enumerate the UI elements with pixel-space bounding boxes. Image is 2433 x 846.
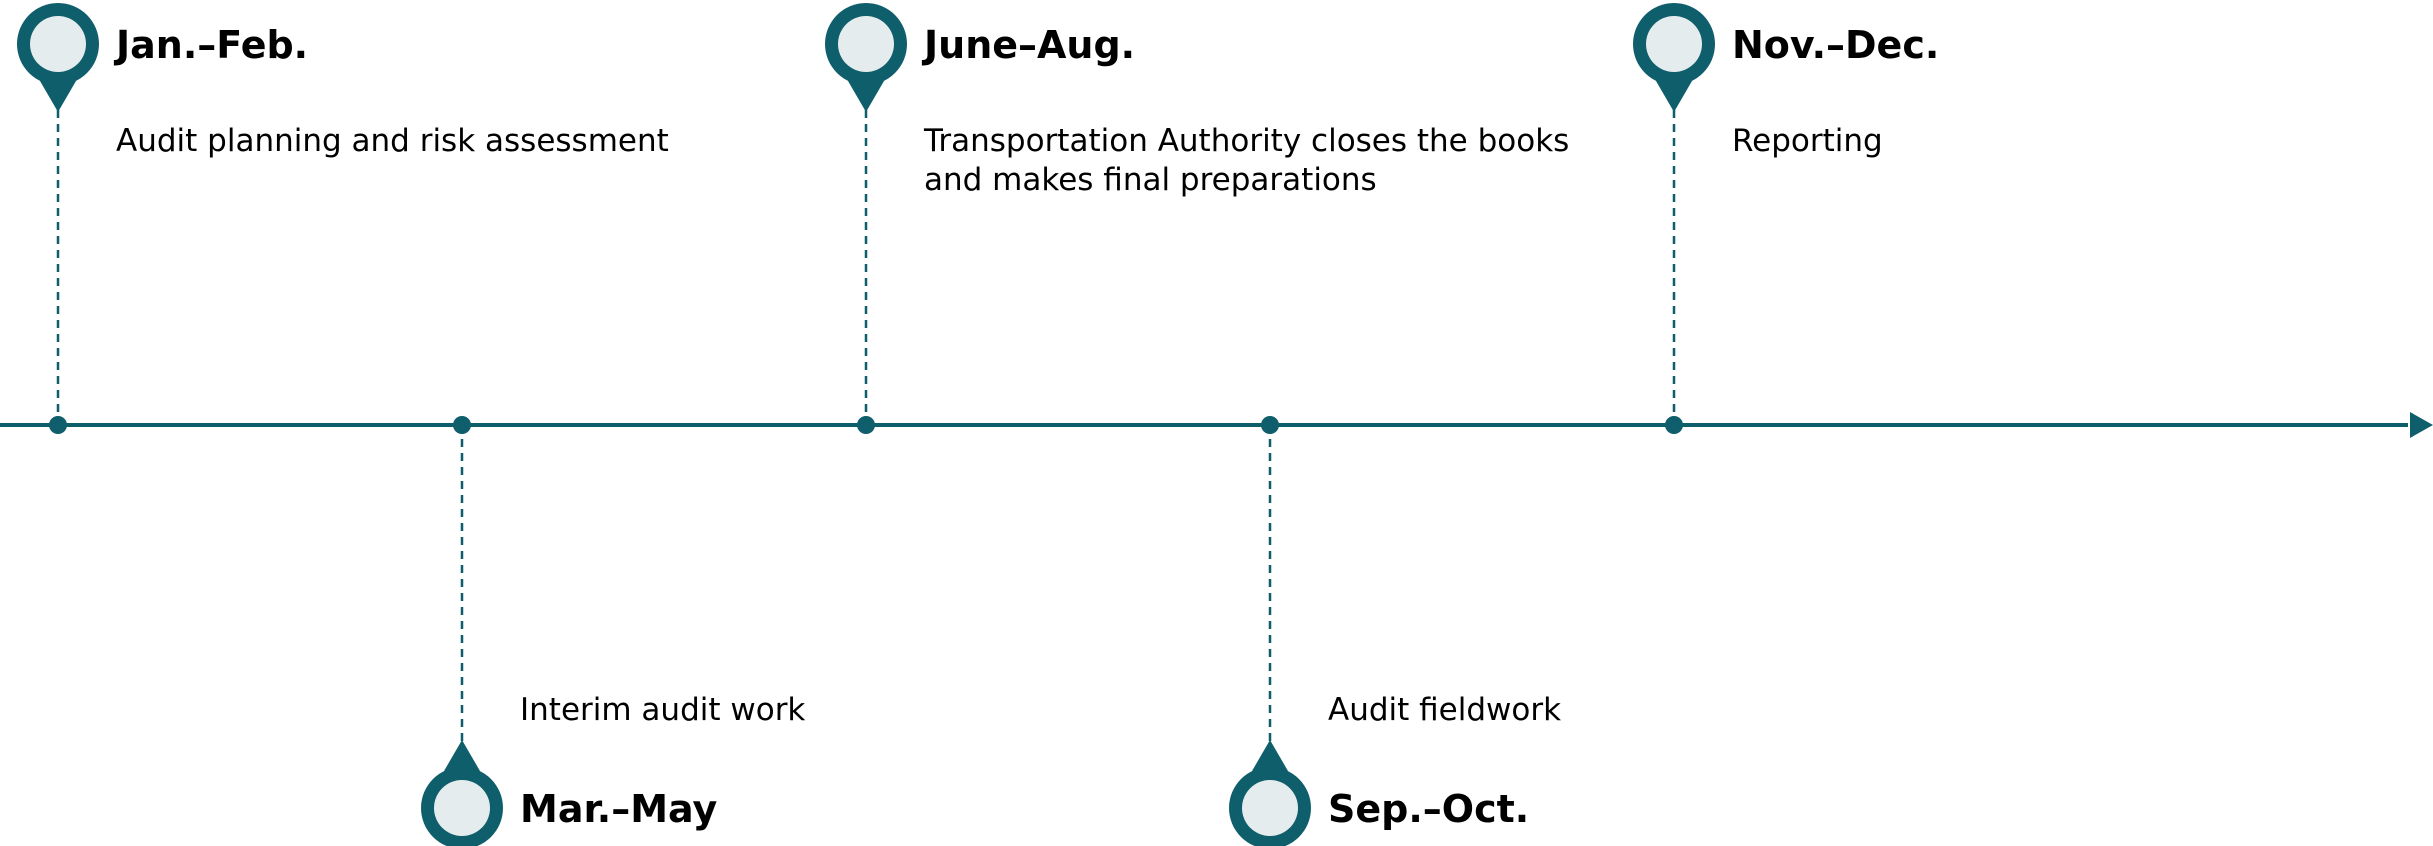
timeline-dot: [453, 416, 471, 434]
milestone-description: Reporting: [1732, 123, 1883, 159]
timeline-dot: [49, 416, 67, 434]
milestone-date: Sep.–Oct.: [1328, 787, 1529, 831]
arrow-right-icon: [2410, 412, 2433, 438]
milestone-description: and makes final preparations: [924, 162, 1377, 198]
milestone-description: Audit fieldwork: [1328, 692, 1561, 728]
milestone: Nov.–Dec. Reporting: [1633, 3, 1939, 434]
milestone: Mar.–May Interim audit work: [421, 416, 805, 846]
milestone-date: Mar.–May: [520, 787, 718, 831]
timeline-dot: [1261, 416, 1279, 434]
pin-inner: [1242, 780, 1298, 836]
milestone-date: Nov.–Dec.: [1732, 23, 1939, 67]
pin-inner: [838, 16, 894, 72]
timeline-axis: [0, 412, 2433, 438]
milestone-description: Audit planning and risk assessment: [116, 123, 669, 159]
pin-inner: [1646, 16, 1702, 72]
milestone-date: June–Aug.: [921, 23, 1135, 67]
milestones: Jan.–Feb. Audit planning and risk assessm…: [17, 3, 1939, 846]
timeline-dot: [857, 416, 875, 434]
milestone: June–Aug. Transportation Authority closes…: [825, 3, 1569, 434]
timeline-dot: [1665, 416, 1683, 434]
milestone-description: Transportation Authority closes the book…: [923, 123, 1569, 159]
milestone-description: Interim audit work: [520, 692, 805, 728]
milestone: Sep.–Oct. Audit fieldwork: [1229, 416, 1561, 846]
milestone-date: Jan.–Feb.: [113, 23, 308, 67]
pin-inner: [434, 780, 490, 836]
milestone: Jan.–Feb. Audit planning and risk assessm…: [17, 3, 669, 434]
pin-inner: [30, 16, 86, 72]
